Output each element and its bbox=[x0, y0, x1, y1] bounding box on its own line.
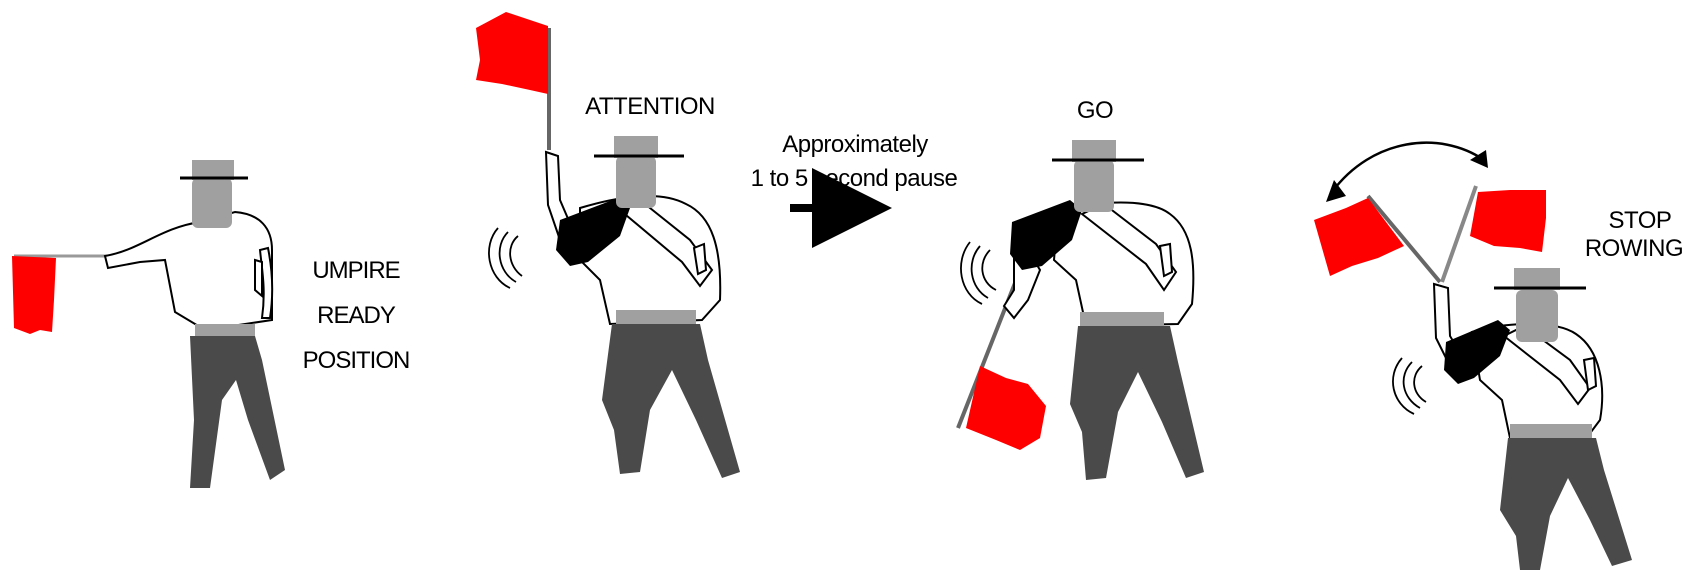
umpire-legs bbox=[602, 324, 740, 478]
umpire-belt bbox=[1080, 312, 1164, 326]
umpire-legs bbox=[1070, 326, 1204, 480]
go-label: GO bbox=[1050, 96, 1140, 126]
flag-icon bbox=[1314, 198, 1404, 276]
flag-icon bbox=[966, 366, 1046, 450]
pause-label-line1: Approximately bbox=[730, 130, 980, 160]
umpire-torso bbox=[105, 212, 272, 330]
flag-icon bbox=[1470, 190, 1546, 252]
flag-icon bbox=[12, 256, 56, 334]
umpire-belt bbox=[1510, 424, 1592, 438]
sound-waves-icon bbox=[961, 242, 996, 304]
sound-waves-icon bbox=[1393, 358, 1426, 414]
flag-icon bbox=[476, 12, 548, 94]
arrow-head-left bbox=[1326, 180, 1346, 202]
umpire-figure-ready bbox=[12, 160, 285, 488]
umpire-hand bbox=[255, 260, 262, 296]
umpire-figure-attention bbox=[476, 12, 740, 478]
umpire-face bbox=[1074, 160, 1114, 212]
umpire-figure-go bbox=[958, 140, 1204, 480]
ready-label-line3: POSITION bbox=[296, 346, 416, 376]
attention-label: ATTENTION bbox=[560, 92, 740, 122]
ready-label-line2: READY bbox=[296, 301, 416, 331]
sound-waves-icon bbox=[489, 228, 522, 288]
umpire-face bbox=[192, 178, 232, 228]
double-arc-arrow-icon bbox=[1332, 143, 1484, 192]
ready-label-line1: UMPIRE bbox=[296, 256, 416, 286]
umpire-legs bbox=[190, 336, 285, 488]
umpire-legs bbox=[1500, 438, 1632, 570]
umpire-face bbox=[616, 156, 656, 208]
umpire-face bbox=[1516, 290, 1558, 342]
stop-label-line1: STOP bbox=[1580, 206, 1700, 236]
umpire-belt bbox=[195, 324, 255, 336]
stop-label-line2: ROWING bbox=[1570, 234, 1698, 264]
umpire-belt bbox=[616, 310, 696, 324]
pause-label-line2: 1 to 5 second pause bbox=[718, 164, 990, 194]
